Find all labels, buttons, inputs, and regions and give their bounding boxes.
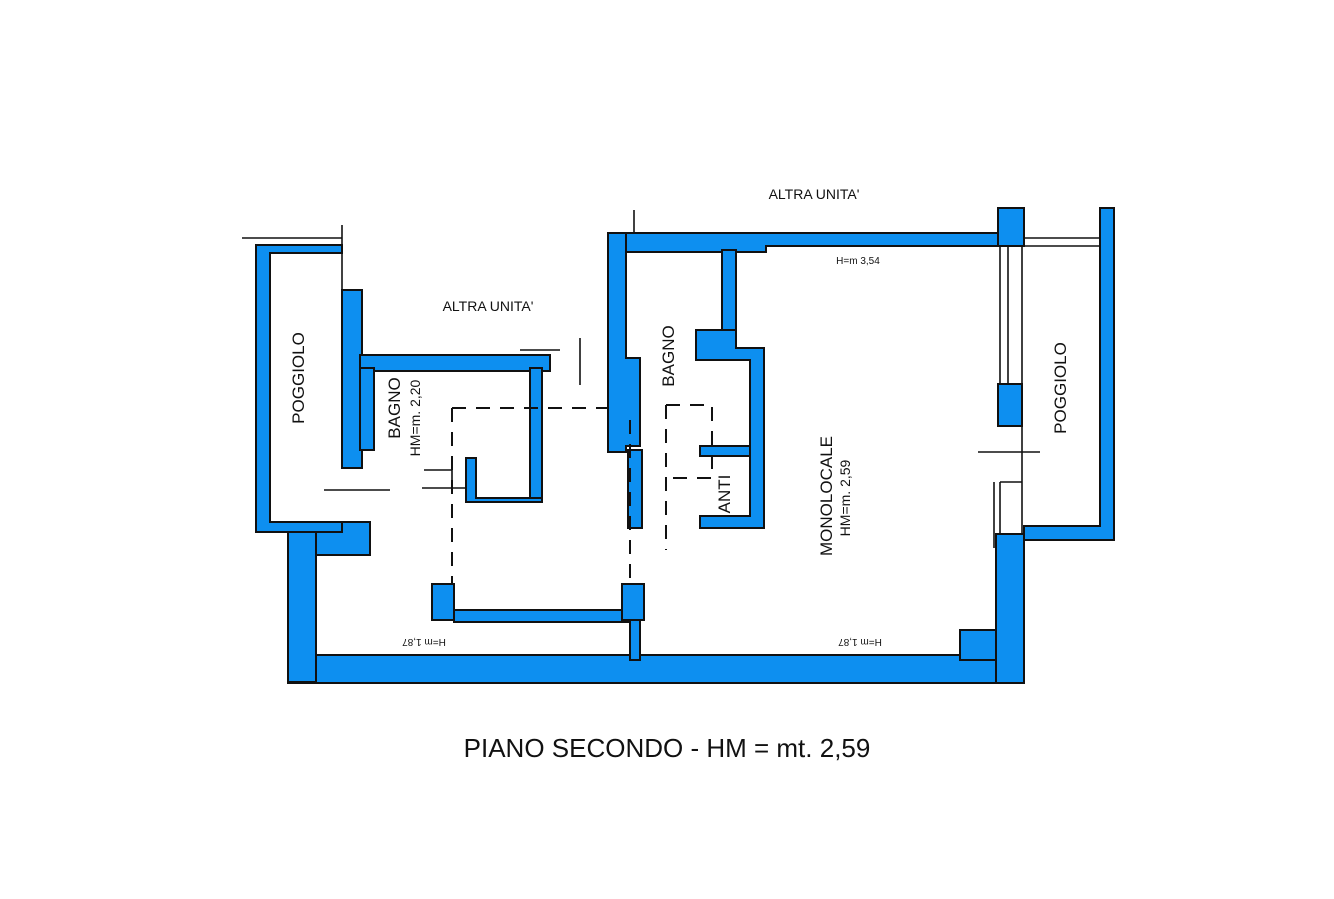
label-altra-unita-top: ALTRA UNITA' [769,186,860,202]
wall-poggiolo-right [1023,207,1115,541]
dashed-lines [451,404,713,584]
wall-center [607,232,641,453]
wall-window-left [431,583,455,621]
wall-bagno-right-block [695,329,765,529]
wall-bagno-right-divider [721,249,737,335]
wall-bagno-left-inner [359,367,375,451]
label-poggiolo-right: POGGIOLO [1051,342,1070,434]
wall-bagno-left-right [529,367,543,501]
wall-right-lower [995,533,1025,684]
plan-caption: PIANO SECONDO - HM = mt. 2,59 [463,733,871,763]
wall-anti-stub [699,445,751,457]
wall-top-right-stub [997,207,1025,247]
label-poggiolo-left: POGGIOLO [289,332,308,424]
label-altra-unita-mid: ALTRA UNITA' [443,298,534,314]
wall-center-lower [627,449,643,529]
label-monolocale-height: HM=m. 2,59 [837,459,853,536]
label-bagno-left: BAGNO [385,377,404,438]
wall-left-lower [287,521,317,683]
wall-right-upper-block [997,383,1023,427]
label-monolocale: MONOLOCALE [817,436,836,556]
wall-top [608,232,1001,253]
label-bagno-left-height: HM=m. 2,20 [407,379,423,456]
label-height-top: H=m 3,54 [836,256,880,267]
label-anti: ANTI [715,475,734,514]
label-height-bottom-right: H=m 1,87 [838,636,882,647]
wall-window-right [621,583,645,621]
label-height-bottom-left: H=m 1,87 [402,636,446,647]
wall-bagno-left-top [359,354,551,372]
wall-right-step [959,629,997,661]
wall-window-sill [453,609,641,623]
wall-bagno-left-stub [465,457,543,503]
wall-center-divider-bottom [629,619,641,661]
thin-lines [242,210,1100,548]
walls [255,207,1115,684]
wall-bottom [287,654,1025,684]
label-bagno-right: BAGNO [659,325,678,386]
